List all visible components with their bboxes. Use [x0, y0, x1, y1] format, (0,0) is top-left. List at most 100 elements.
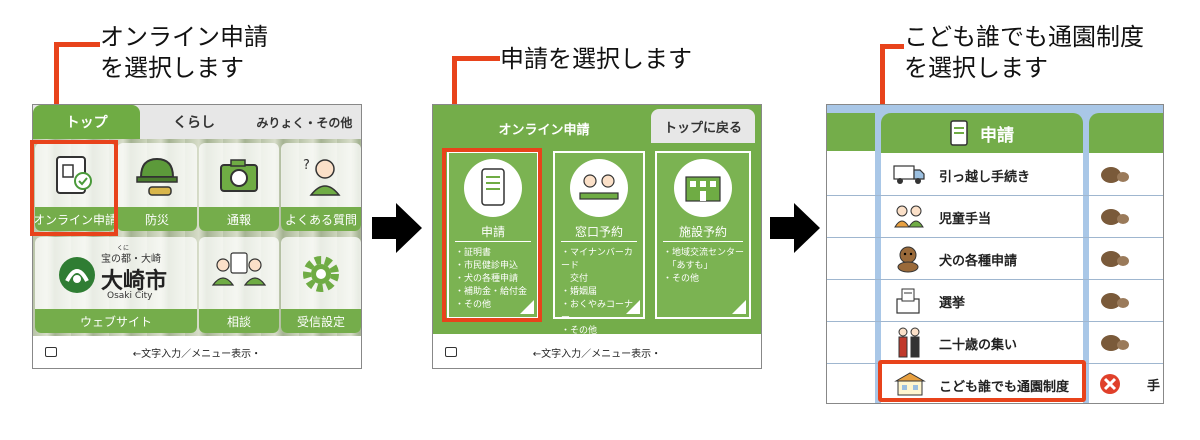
instruction-step1-line2: を選択します: [100, 54, 244, 82]
tile-website[interactable]: くに 宝の都・大崎 大崎市 Osaki City ウェブサイト: [35, 237, 197, 333]
left-column: [827, 151, 875, 403]
camera-icon: [220, 159, 258, 192]
card-application-item: ・犬の各種申請: [455, 274, 519, 284]
tile-faq[interactable]: ? よくある質問: [281, 143, 361, 231]
smartphone-form-icon: [950, 120, 968, 146]
card-counter-reservation[interactable]: 窓口予約 ・マイナンバーカード 交付 ・婚姻届 ・おくやみコーナー ・その他: [553, 151, 645, 336]
pointer-line-2v: [452, 56, 457, 140]
list-item-label: 引っ越し手続き: [939, 170, 1031, 185]
pointer-line-1v: [54, 42, 59, 134]
list-item-daycare-for-all[interactable]: こども誰でも通園制度: [881, 363, 1083, 403]
logo-tagline: 宝の都・大崎: [101, 254, 161, 265]
list-item-election[interactable]: 選挙: [881, 279, 1083, 321]
logo-city-name: 大崎市: [101, 269, 168, 294]
card-counter-item: ・婚姻届: [561, 287, 598, 297]
card-application-item: ・証明書: [455, 248, 492, 258]
close-icon[interactable]: [1099, 373, 1121, 395]
instruction-step3-line2: を選択します: [904, 54, 1048, 82]
list-header-title: 申請: [980, 125, 1014, 146]
logo-city-english: Osaki City: [107, 291, 153, 301]
consultation-people-icon: [211, 252, 267, 286]
next-step-arrow-icon: [372, 203, 422, 253]
card-counter-item: ・マイナンバーカード: [561, 248, 633, 271]
list-item-label: こども誰でも通園制度: [939, 380, 1070, 395]
card-corner-icon: [520, 300, 534, 314]
bird-mascot-icon: [1101, 293, 1129, 309]
list-item-label: 犬の各種申請: [939, 254, 1018, 269]
bird-mascot-icon: [1101, 335, 1129, 351]
card-application-divider: [455, 241, 531, 242]
tile-label-faq: よくある質問: [281, 207, 361, 231]
screen1-bottom-bar: ←文字入力／メニュー表示・: [33, 336, 361, 368]
tile-label-disaster: 防災: [117, 207, 197, 231]
tab-miryoku[interactable]: みりょく・その他: [256, 115, 353, 130]
left-column-header: [827, 113, 875, 151]
screen1-tab-bar: トップ くらし みりょく・その他: [33, 105, 361, 139]
tile-settings[interactable]: 受信設定: [281, 237, 361, 333]
bird-mascot-icon: [1101, 251, 1129, 267]
next-step-arrow-icon-2: [770, 203, 820, 253]
card-counter-title: 窓口予約: [574, 225, 623, 239]
instruction-step2: 申請を選択します: [500, 45, 692, 73]
list-item-child-allowance[interactable]: 児童手当: [881, 195, 1083, 237]
tab-top[interactable]: トップ: [33, 105, 141, 139]
tile-online-application[interactable]: オンライン申請: [35, 143, 115, 231]
right-column-partial-label: 手: [1147, 379, 1161, 394]
tile-label-online: オンライン申請: [35, 207, 115, 231]
card-corner-icon: [626, 300, 640, 314]
tab-online-application[interactable]: オンライン申請: [441, 113, 647, 143]
card-facility-item: ・地域交流センター: [663, 248, 745, 258]
highlight-application-card: [442, 148, 542, 322]
card-corner-icon: [732, 300, 746, 314]
card-application[interactable]: 申請 ・証明書 ・市民健診申込 ・犬の各種申請 ・補助金・給付金 ・その他: [447, 151, 539, 319]
list-item-coming-of-age[interactable]: 二十歳の集い: [881, 321, 1083, 363]
moving-truck-icon: [893, 165, 925, 184]
right-column-header: [1089, 113, 1163, 153]
card-application-circle: [464, 159, 522, 217]
row-divider: [827, 237, 1163, 238]
bird-mascot-icon: [1101, 167, 1129, 183]
card-application-item: ・市民健診申込: [455, 261, 519, 271]
card-counter-item: ・その他: [561, 326, 598, 336]
tile-disaster[interactable]: 防災: [117, 143, 197, 231]
highlight-daycare-row: [878, 360, 1086, 402]
tile-report[interactable]: 通報: [199, 143, 279, 231]
keyboard-icon[interactable]: [445, 347, 457, 357]
card-facility-reservation[interactable]: 施設予約 ・地域交流センター 「あすも」 ・その他: [655, 151, 751, 319]
coming-of-age-people-icon: [898, 327, 920, 358]
list-header: 申請: [881, 113, 1083, 153]
screen-online-application: オンライン申請 トップに戻る 申請 ・証明書 ・市民健診申込 ・犬の各種申請 ・…: [432, 104, 762, 369]
list-item-dog[interactable]: 犬の各種申請: [881, 237, 1083, 279]
back-to-top-tab[interactable]: トップに戻る: [651, 109, 755, 143]
keyboard-icon[interactable]: [45, 347, 57, 357]
svg-text:?: ?: [303, 158, 310, 173]
tile-consult[interactable]: 相談: [199, 237, 279, 333]
card-facility-item: ・その他: [663, 274, 700, 284]
tile-label-settings: 受信設定: [281, 309, 361, 333]
screen1-bottom-text[interactable]: ←文字入力／メニュー表示・: [132, 348, 262, 360]
ballot-box-icon: [896, 288, 920, 314]
gear-icon: [303, 256, 339, 292]
card-counter-item: ・おくやみコーナー: [561, 300, 634, 323]
card-application-items: ・証明書 ・市民健診申込 ・犬の各種申請 ・補助金・給付金 ・その他: [455, 247, 533, 312]
card-counter-items: ・マイナンバーカード 交付 ・婚姻届 ・おくやみコーナー ・その他: [561, 247, 639, 338]
card-facility-item: 「あすも」: [663, 261, 713, 271]
tab-kurashi[interactable]: くらし: [173, 115, 216, 131]
helmet-flashlight-icon: [136, 157, 178, 196]
logo-ruby: くに: [117, 245, 130, 252]
tile-label-consult: 相談: [199, 309, 279, 333]
instruction-step1-line1: オンライン申請: [100, 23, 268, 51]
kindergarten-building-icon: [894, 372, 926, 396]
building-icon: [685, 176, 721, 202]
screen2-bottom-text[interactable]: ←文字入力／メニュー表示・: [532, 348, 662, 360]
smartphone-form-icon: [56, 156, 92, 194]
list-item-moving[interactable]: 引っ越し手続き: [881, 153, 1083, 195]
card-counter-item: 交付: [561, 274, 589, 284]
card-application-item: ・その他: [455, 300, 492, 310]
row-divider: [827, 279, 1163, 280]
bird-mascot-icon: [1101, 209, 1129, 225]
list-item-label: 児童手当: [939, 212, 992, 227]
thinking-person-icon: ?: [303, 158, 341, 196]
card-facility-circle: [674, 159, 732, 217]
right-column: [1089, 153, 1163, 403]
